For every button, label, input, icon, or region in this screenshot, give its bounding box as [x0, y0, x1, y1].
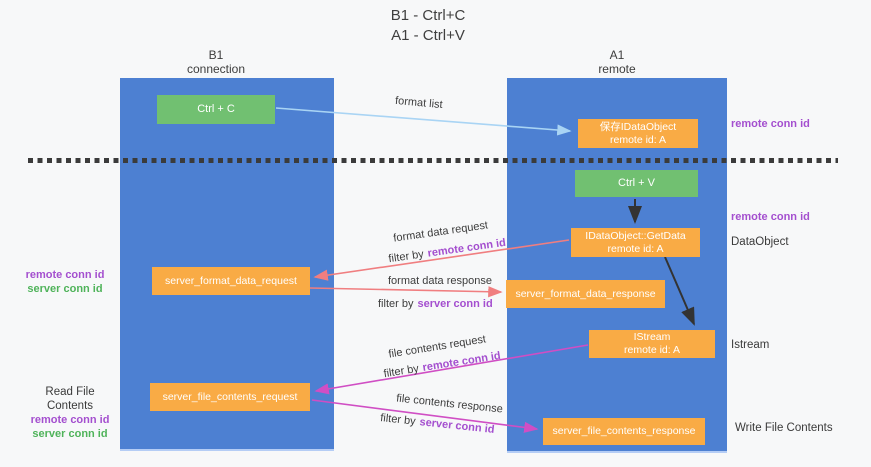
- node-server-file-contents-response-label: server_file_contents_response: [552, 425, 696, 437]
- side-label-read-remote-conn-id: remote conn id: [30, 414, 110, 426]
- node-idataobject-getdata-line1: IDataObject::GetData: [585, 229, 686, 242]
- title-line-1: B1 - Ctrl+C: [390, 7, 466, 24]
- node-server-file-contents-request: server_file_contents_request: [150, 383, 310, 411]
- node-server-file-contents-request-label: server_file_contents_request: [162, 390, 298, 403]
- node-ctrl-c: Ctrl + C: [157, 95, 275, 124]
- column-a1-role: remote: [598, 62, 636, 76]
- node-istream-line2: remote id: A: [623, 344, 681, 356]
- edge-label-file-contents-response: file contents response: [395, 392, 504, 416]
- clipboard-boundary-divider: [28, 158, 838, 163]
- edge-label-format-list: format list: [394, 94, 444, 112]
- side-label-read-server-conn-id: server conn id: [32, 428, 108, 440]
- arrow-format-request-to-response: [309, 286, 503, 298]
- title-line-2: A1 - Ctrl+V: [391, 27, 465, 44]
- node-server-format-data-request-label: server_format_data_request: [165, 274, 297, 287]
- column-header-b1: B1 connection: [166, 48, 266, 76]
- node-idataobject-getdata: IDataObject::GetData remote id: A: [571, 228, 700, 257]
- side-label-istream: Istream: [731, 339, 770, 351]
- side-label-remote-conn-id-top: remote conn id: [731, 118, 810, 130]
- column-b1-role: connection: [186, 62, 246, 76]
- edge-label-format-data-response: format data response: [388, 275, 492, 287]
- diagram-title: B1 - Ctrl+C A1 - Ctrl+V: [328, 6, 528, 46]
- node-idataobject-getdata-line2: remote id: A: [607, 242, 664, 255]
- node-server-format-data-response-label: server_format_data_response: [515, 287, 656, 300]
- node-server-format-data-response: server_format_data_response: [506, 280, 665, 308]
- side-label-left-server-conn-id: server conn id: [27, 283, 103, 295]
- node-save-idataobject-line1: 保存IDataObject: [599, 120, 677, 133]
- column-header-a1: A1 remote: [567, 48, 667, 76]
- side-label-left-remote-conn-id: remote conn id: [25, 269, 105, 281]
- node-ctrl-v-label: Ctrl + V: [618, 177, 655, 189]
- node-istream-line1: IStream: [633, 331, 671, 343]
- node-ctrl-v: Ctrl + V: [575, 170, 698, 197]
- node-ctrl-c-label: Ctrl + C: [197, 103, 235, 115]
- node-server-format-data-request: server_format_data_request: [152, 267, 310, 295]
- side-label-write-file-contents: Write File Contents: [735, 422, 833, 434]
- side-label-dataobject: DataObject: [731, 236, 789, 248]
- node-save-idataobject: 保存IDataObject remote id: A: [578, 119, 698, 148]
- node-save-idataobject-line2: remote id: A: [609, 133, 667, 146]
- column-a1-name: A1: [609, 48, 625, 62]
- node-server-file-contents-response: server_file_contents_response: [543, 418, 705, 445]
- side-label-group-format-ids: remote conn id server conn id: [20, 268, 110, 296]
- side-label-read-file-contents: Read File Contents: [45, 386, 95, 412]
- column-b1-name: B1: [208, 48, 224, 62]
- side-label-group-read-file: Read File Contents remote conn id server…: [22, 385, 118, 441]
- side-label-remote-conn-id-mid: remote conn id: [731, 211, 810, 223]
- node-istream: IStream remote id: A: [589, 330, 715, 358]
